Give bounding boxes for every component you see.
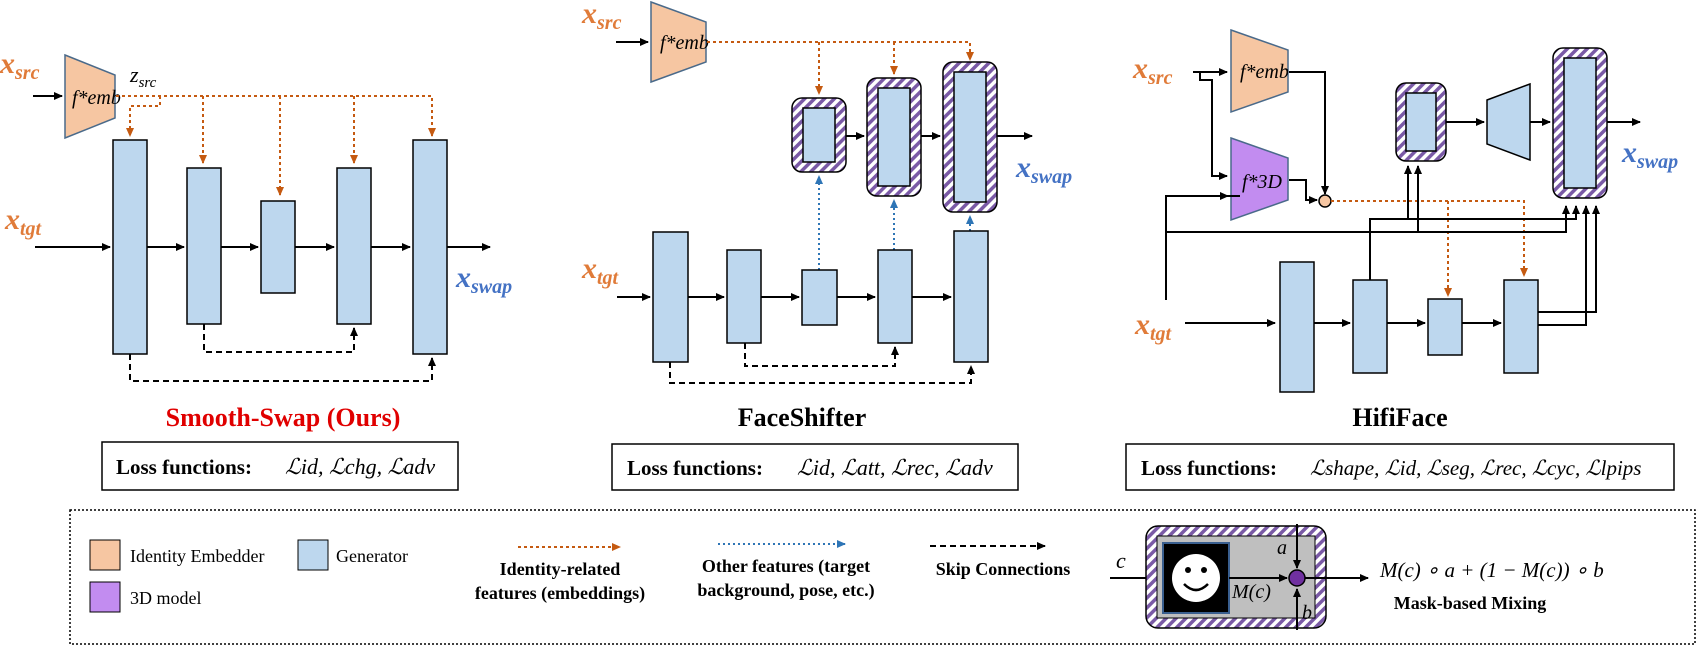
mixing-block-core: [953, 71, 987, 203]
mixing-block-core: [877, 87, 911, 187]
legend-identity-label: features (embeddings): [475, 583, 645, 604]
generator-block: [336, 167, 372, 325]
legend-mix-c: c: [1116, 548, 1126, 573]
panel-title: Smooth-Swap (Ours): [166, 403, 401, 432]
x-src-label: xsrc: [0, 47, 40, 84]
legend-mix-formula: M(c) ∘ a + (1 − M(c)) ∘ b: [1379, 558, 1604, 582]
legend-other-label: Other features (target: [702, 556, 870, 577]
legend: Identity Embedder Generator 3D model Ide…: [69, 509, 1696, 645]
panel-smoothswap: xsrc f*emb zsrc xtgt: [0, 47, 512, 491]
mixing-block-core: [1405, 92, 1437, 152]
legend-mix-b: b: [1302, 602, 1312, 624]
3d-model: [1230, 136, 1289, 222]
legend-3d-label: 3D model: [130, 588, 202, 608]
legend-identity-label: Identity-related: [500, 559, 621, 579]
generator-block: [1503, 279, 1539, 374]
loss-prefix: Loss functions:: [627, 456, 763, 480]
legend-skip-label: Skip Connections: [936, 559, 1071, 579]
panel-faceshifter: xsrc f*emb xswap xtgt: [581, 0, 1072, 491]
embedder-label: f*emb: [72, 87, 121, 109]
identity-embedder: [650, 0, 707, 84]
panel-hififace: xsrc f*emb f*3D xtgt: [1125, 28, 1678, 491]
generator-block: [953, 230, 989, 363]
loss-prefix: Loss functions:: [1141, 456, 1277, 480]
smiley-face-icon: [1172, 554, 1220, 602]
loss-box: [611, 443, 1019, 491]
loss-box: [1125, 443, 1675, 491]
embedder-label: f*emb: [660, 32, 709, 54]
identity-feature-lines: [1331, 200, 1528, 297]
loss-prefix: Loss functions:: [116, 455, 252, 479]
loss-box: [101, 441, 459, 491]
upsampler: [1486, 82, 1531, 162]
mix-node: [1288, 569, 1306, 587]
mixing-block-core: [802, 107, 836, 163]
legend-mix-a: a: [1277, 537, 1287, 559]
generator-block: [877, 249, 913, 344]
other-feature-lines: [815, 175, 974, 270]
mixing-block-core: [1563, 57, 1597, 189]
legend-generator-label: Generator: [336, 546, 408, 566]
x-src-label: xsrc: [581, 0, 622, 34]
generator-block: [260, 200, 296, 294]
generator-block: [726, 249, 762, 344]
3d-model-label: f*3D: [1242, 171, 1283, 193]
panel-title: FaceShifter: [738, 403, 867, 432]
legend-embedder-label: Identity Embedder: [130, 546, 264, 566]
legend-mix-mc: M(c): [1231, 581, 1271, 603]
z-src-label: zsrc: [129, 62, 157, 91]
x-tgt-label: xtgt: [4, 203, 43, 240]
generator-block: [1352, 279, 1388, 374]
skip-connections: [129, 324, 436, 382]
x-tgt-label: xtgt: [1134, 308, 1173, 345]
src-routing: [1193, 68, 1228, 180]
x-src-label: xsrc: [1132, 52, 1173, 89]
legend-swatch-embedder: [89, 539, 121, 571]
legend-mix-title: Mask-based Mixing: [1394, 593, 1547, 613]
generator-block: [1427, 298, 1463, 356]
generator-block: [652, 231, 689, 363]
generator-block: [412, 139, 448, 355]
generator-block: [186, 167, 222, 325]
loss-list: ℒshape, ℒid, ℒseg, ℒrec, ℒcyc, ℒlpips: [1310, 456, 1641, 480]
generator-block: [112, 139, 148, 355]
legend-swatch-generator: [297, 539, 329, 571]
generator-block: [801, 269, 838, 326]
embedding-routing: [1289, 71, 1329, 204]
combine-node: [1318, 194, 1332, 208]
tgt-routing: [1165, 192, 1570, 300]
identity-embedder: [1230, 28, 1289, 114]
generator-block: [1279, 261, 1315, 393]
encoder-to-decoder: [1369, 165, 1600, 326]
skip-connections: [669, 343, 975, 384]
loss-list: ℒid, ℒchg, ℒadv: [285, 454, 435, 479]
embedder-label: f*emb: [1240, 61, 1289, 83]
identity-embedder: [64, 53, 116, 140]
x-swap-label: xswap: [455, 261, 512, 298]
legend-other-label: background, pose, etc.): [697, 580, 874, 601]
legend-frame: [69, 509, 1696, 645]
x-tgt-label: xtgt: [581, 252, 620, 289]
loss-list: ℒid, ℒatt, ℒrec, ℒadv: [797, 455, 993, 480]
panel-title: HifiFace: [1352, 403, 1447, 432]
x-swap-label: xswap: [1621, 136, 1678, 173]
x-swap-label: xswap: [1015, 151, 1072, 188]
identity-feature-lines: [116, 95, 436, 196]
identity-feature-lines: [707, 41, 974, 95]
legend-swatch-3d: [89, 581, 121, 613]
